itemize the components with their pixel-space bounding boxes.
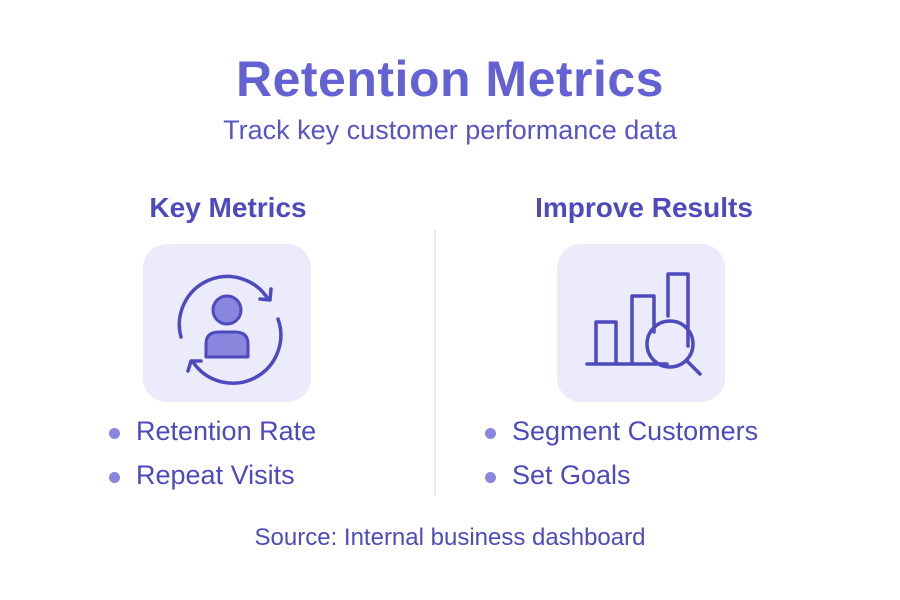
page-title: Retention Metrics bbox=[235, 51, 664, 107]
bullet-dot bbox=[485, 428, 496, 439]
key-metrics-heading: Key Metrics bbox=[149, 192, 307, 223]
column-divider bbox=[434, 230, 436, 496]
improve-results-heading: Improve Results bbox=[535, 192, 753, 223]
bullet-dot bbox=[109, 472, 120, 483]
user-refresh-icon bbox=[177, 274, 283, 385]
bullet-retention-rate: Retention Rate bbox=[109, 416, 316, 447]
bullet-set-goals: Set Goals bbox=[485, 460, 631, 491]
bullet-segment-customers: Segment Customers bbox=[485, 416, 758, 447]
key-metrics-icon-tile bbox=[143, 244, 311, 402]
bar-chart-search-icon bbox=[585, 272, 702, 376]
source-note: Source: Internal business dashboard bbox=[254, 524, 646, 551]
bullet-dot bbox=[485, 472, 496, 483]
bullet-repeat-visits: Repeat Visits bbox=[109, 460, 295, 491]
bullet-dot bbox=[109, 428, 120, 439]
page-subtitle: Track key customer performance data bbox=[223, 115, 677, 145]
improve-results-icon-tile bbox=[557, 244, 725, 402]
